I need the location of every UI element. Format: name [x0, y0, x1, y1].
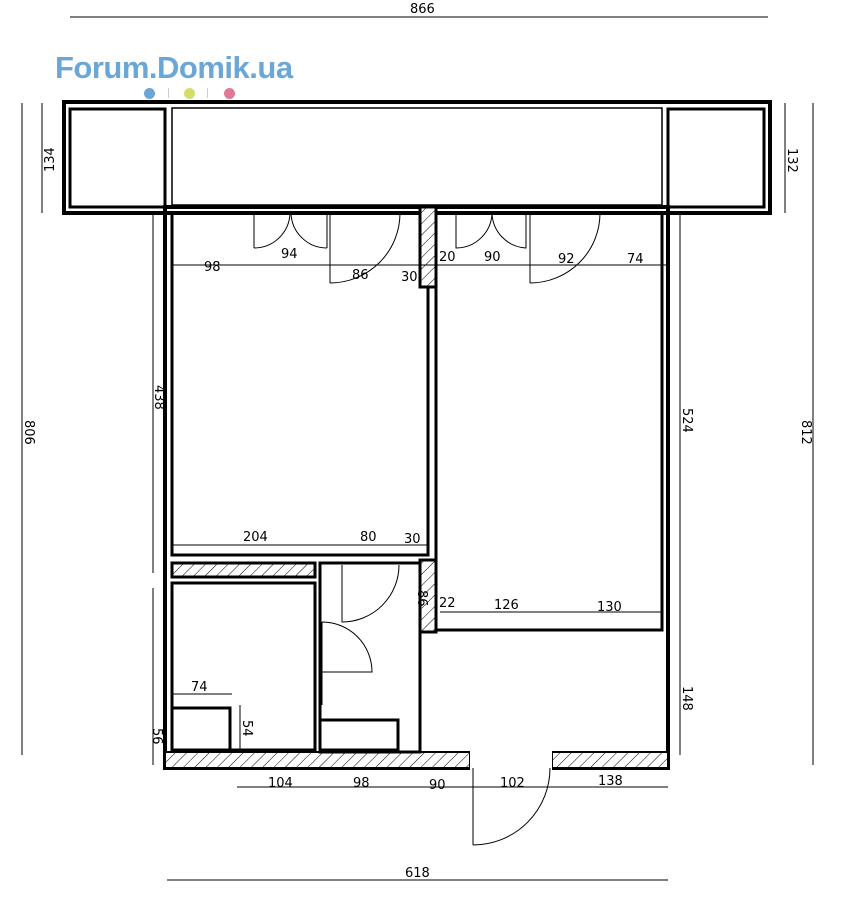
dim-left-balcony: 134 [43, 147, 58, 172]
dim-label: 98 [204, 260, 221, 275]
dim-label: 22 [439, 596, 456, 611]
dim-label: 438 [151, 385, 166, 410]
dim-label: 30 [404, 532, 421, 547]
dim-label: 102 [500, 776, 525, 791]
dim-right-total: 812 [798, 420, 813, 445]
dim-label: 20 [439, 250, 456, 265]
site-logo: Forum.Domik.ua [55, 50, 293, 85]
dim-label: 74 [627, 252, 644, 267]
dim-label: 138 [598, 774, 623, 789]
dim-label: 524 [679, 408, 694, 433]
dim-label: 90 [429, 778, 446, 793]
dim-label: 56 [149, 728, 164, 745]
dim-label: 130 [597, 600, 622, 615]
dim-label: 30 [401, 270, 418, 285]
dim-right-balcony: 132 [784, 148, 799, 173]
dim-left-total: 806 [21, 420, 36, 445]
dim-top-total: 866 [410, 2, 435, 17]
dim-label: 104 [268, 776, 293, 791]
logo-dot-green [184, 88, 195, 99]
dim-label: 74 [191, 680, 208, 695]
logo-dot-pink [224, 88, 235, 99]
dim-label: 148 [679, 686, 694, 711]
dimension-lines [21, 16, 814, 881]
logo-separator [207, 88, 208, 98]
dim-label: 90 [484, 250, 501, 265]
dim-label: 86 [414, 590, 429, 607]
logo-dot-blue [144, 88, 155, 99]
dim-bottom-total: 618 [405, 866, 430, 881]
dim-label: 80 [360, 530, 377, 545]
dim-label: 92 [558, 252, 575, 267]
dim-label: 204 [243, 530, 268, 545]
dim-label: 86 [352, 268, 369, 283]
walls [62, 100, 772, 846]
dim-label: 126 [494, 598, 519, 613]
logo-separator [168, 88, 169, 98]
dim-label: 54 [239, 720, 254, 737]
dimension-labels: 866 134 132 806 812 98 94 86 30 20 90 92… [21, 2, 813, 881]
dim-label: 94 [281, 247, 298, 262]
dim-label: 98 [353, 776, 370, 791]
